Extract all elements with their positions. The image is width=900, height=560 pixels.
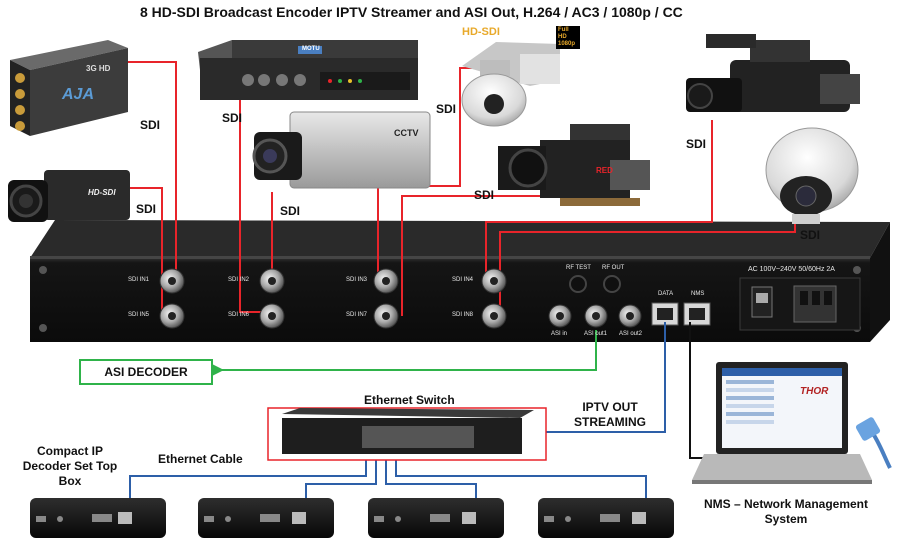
ethernet-plug-icon [855,417,892,469]
ptz-camera [461,42,560,127]
rf-test-label: RF TEST [566,265,591,271]
asi-out1-bnc [584,304,608,328]
nms-label-1: NMS – Network Management [703,497,869,511]
asi-decoder-box [79,359,213,385]
compact-decoder-label-1: Compact IP [36,444,103,458]
ethernet-cable-stb1 [129,452,367,498]
sdi-in8-label: SDI IN8 [452,312,474,318]
asi-out2-label: ASI out2 [619,331,643,337]
dome-camera [765,127,859,224]
sdi-cable-cinema [401,195,560,316]
ethernet-switch [267,407,547,461]
cinema-brand: RED [596,166,613,175]
sdi-in5-label: SDI IN5 [128,312,150,318]
cctv-camera [252,111,431,189]
set-top-box-4 [538,498,674,538]
ethernet-switch-label: Ethernet Switch [364,393,455,407]
set-top-box-3 [368,498,504,538]
aja-converter [10,40,128,136]
nms-label-2: System [764,512,808,526]
sdi-cable-camcorder [485,120,713,276]
motu-recorder [198,40,418,100]
sdi-bnc-in7 [373,303,399,329]
rf-out-port [603,275,621,293]
sdi-in7-label: SDI IN7 [346,312,368,318]
ethernet-cable-stb4 [395,452,647,498]
sdi-label-aja: SDI [140,118,161,132]
sdi-label-recorder: SDI [222,111,243,125]
iptv-out-label: IPTV OUT [582,400,638,414]
nms-cable [689,322,712,459]
rack-screw [39,266,47,274]
nms-laptop [692,362,872,484]
aja-model-text: 3G HD [86,64,111,73]
nms-port-label: NMS [691,291,705,297]
sdi-in3-label: SDI IN3 [346,277,368,283]
sdi-bnc-in1 [159,268,185,294]
sdi-bnc-in5 [159,303,185,329]
recorder-brand: MOTU [302,46,320,52]
power-spec-label: AC 100V~240V 50/60Hz 2A [748,266,835,273]
full-hd-badge: Full HD 1080p [556,26,580,49]
hd-sdi-title: HD-SDI [462,26,500,38]
rf-out-label: RF OUT [602,265,625,271]
broadcast-camcorder [686,34,860,112]
set-top-box-1 [30,498,166,538]
set-top-boxes [30,498,674,538]
sdi-label-dome: SDI [800,228,821,242]
asi-output-cable [204,330,597,380]
sdi-label-ptz: SDI [436,102,457,116]
asi-in-label: ASI in [551,331,568,337]
data-port-label: DATA [658,291,674,297]
sdi-cable-ptz [377,67,472,276]
sdi-bnc-in8 [481,303,507,329]
sdi-cable-aja [128,61,177,276]
sdi-label-cctv: SDI [280,204,301,218]
diagram-title: 8 HD-SDI Broadcast Encoder IPTV Streamer… [140,4,683,20]
sdi-in2-label: SDI IN2 [228,277,250,283]
sdi-bnc-in6 [259,303,285,329]
sdi-input-connectors [159,268,642,329]
sdi-bnc-in2 [259,268,285,294]
sdi-cable-hdsdi-cam [128,187,163,316]
asi-out1-label: ASI out1 [584,331,608,337]
compact-decoder-label-3: Box [58,474,82,488]
iptv-streaming-label: STREAMING [574,415,646,429]
sdi-label-camcorder: SDI [686,137,707,151]
hdsdi-box-camera [8,170,130,222]
sdi-in4-label: SDI IN4 [452,277,474,283]
laptop-screen-logo: THOR [800,386,829,397]
sdi-label-hdsdi-cam: SDI [136,202,157,216]
ethernet-cable-stb2 [305,452,377,498]
compact-decoder-label-2: Decoder Set Top [22,459,118,473]
rf-test-port [569,275,587,293]
sdi-in1-label: SDI IN1 [128,277,150,283]
asi-in-bnc [548,304,572,328]
sdi-in6-label: SDI IN6 [228,312,250,318]
sdi-label-cinema: SDI [474,188,495,202]
rack-screw [853,266,861,274]
ethernet-cable-label: Ethernet Cable [158,452,243,466]
set-top-box-2 [198,498,334,538]
rack-screw [39,324,47,332]
sdi-bnc-in4 [481,268,507,294]
aja-brand-logo: AJA [62,86,95,103]
asi-out2-bnc [618,304,642,328]
cctv-tag: CCTV [394,128,419,138]
hdsdi-cam-tag: HD-SDI [88,188,116,197]
cinema-camera [498,124,650,206]
ethernet-cable-stb3 [385,452,477,498]
asi-decoder-label: ASI DECODER [104,365,188,379]
sdi-bnc-in3 [373,268,399,294]
